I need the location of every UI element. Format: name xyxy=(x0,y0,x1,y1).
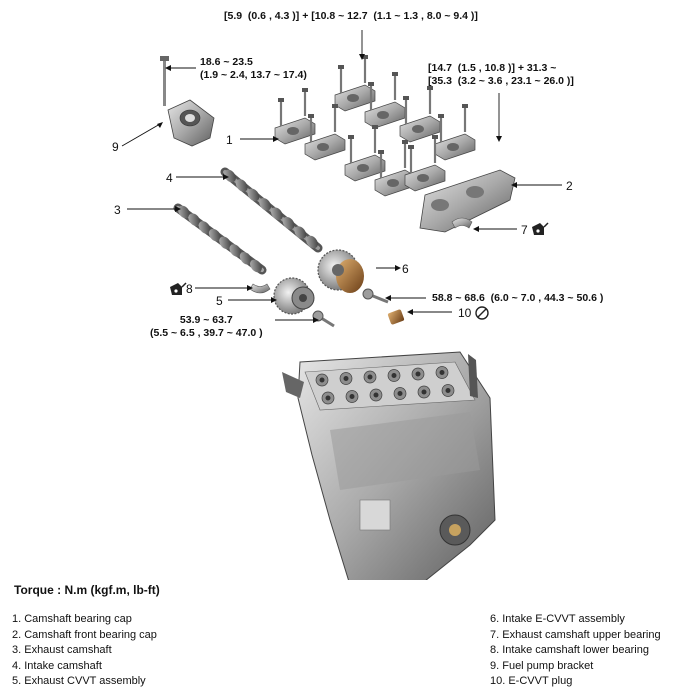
legend-item: 3. Exhaust camshaft xyxy=(12,644,112,656)
callout-6: 6 xyxy=(402,262,409,276)
callout-1: 1 xyxy=(226,133,233,147)
torque-front-cap-bolts: [14.7 (1.5 , 10.8 )] + 31.3 ~ [35.3 (3.2… xyxy=(428,62,574,87)
intake-e-cvvt-assembly xyxy=(317,249,364,293)
camshaft-bearing-caps xyxy=(274,55,476,197)
callout-4: 4 xyxy=(166,171,173,185)
callout-8: 8 xyxy=(186,282,193,296)
e-cvvt-plug xyxy=(387,309,405,325)
legend-right: 6. Intake E-CVVT assembly 7. Exhaust cam… xyxy=(490,612,661,690)
oil-can-icon xyxy=(532,222,549,235)
camshaft-lobes xyxy=(178,169,318,273)
legend-item: 4. Intake camshaft xyxy=(12,659,102,672)
no-reuse-icon xyxy=(475,306,489,320)
legend-item: 7. Exhaust camshaft upper bearing xyxy=(490,628,661,641)
oil-can-icon-2 xyxy=(170,282,187,295)
legend-item: 5. Exhaust CVVT assembly xyxy=(12,675,146,687)
legend-item: 10. E-CVVT plug xyxy=(490,675,573,687)
torque-pump-bracket-bolt: 18.6 ~ 23.5 (1.9 ~ 2.4, 13.7 ~ 17.4) xyxy=(200,56,307,81)
torque-cvvt-bolt-intake: 58.8 ~ 68.6 (6.0 ~ 7.0 , 44.3 ~ 50.6 ) xyxy=(432,292,604,304)
callout-5: 5 xyxy=(216,294,223,308)
callout-7: 7 xyxy=(521,223,528,237)
legend-item: 2. Camshaft front bearing cap xyxy=(12,628,157,641)
legend-item: 6. Intake E-CVVT assembly xyxy=(490,613,625,625)
legend-left: 1. Camshaft bearing cap 2. Camshaft fron… xyxy=(12,612,157,690)
exhaust-camshaft-upper-bearing xyxy=(451,217,473,229)
torque-cap-bolts: [5.9 (0.6 , 4.3 )] + [10.8 ~ 12.7 (1.1 ~… xyxy=(224,10,478,22)
callout-2: 2 xyxy=(566,179,573,193)
legend-item: 1. Camshaft bearing cap xyxy=(12,613,132,625)
legend-item: 8. Intake camshaft lower bearing xyxy=(490,644,649,656)
camshaft-front-bearing-cap xyxy=(419,169,516,233)
exploded-diagram xyxy=(121,30,562,586)
torque-unit-title: Torque : N.m (kgf.m, lb-ft) xyxy=(14,583,160,597)
diagram-artwork xyxy=(121,30,562,586)
callout-3: 3 xyxy=(114,203,121,217)
cvvt-bolt-exhaust xyxy=(312,310,335,328)
leader-lines xyxy=(121,30,562,321)
callout-10: 10 xyxy=(458,306,472,320)
leader-arrowheads xyxy=(157,54,517,323)
exhaust-cvvt-assembly xyxy=(273,277,315,315)
callout-9: 9 xyxy=(112,140,119,154)
cvvt-bolt-intake xyxy=(362,288,389,304)
engine-block xyxy=(282,351,496,586)
legend-item: 9. Fuel pump bracket xyxy=(490,659,594,672)
torque-cvvt-bolt-exhaust: 53.9 ~ 63.7 (5.5 ~ 6.5 , 39.7 ~ 47.0 ) xyxy=(150,314,263,339)
fuel-pump-bracket xyxy=(160,56,215,147)
intake-camshaft-lower-bearing xyxy=(249,283,271,294)
